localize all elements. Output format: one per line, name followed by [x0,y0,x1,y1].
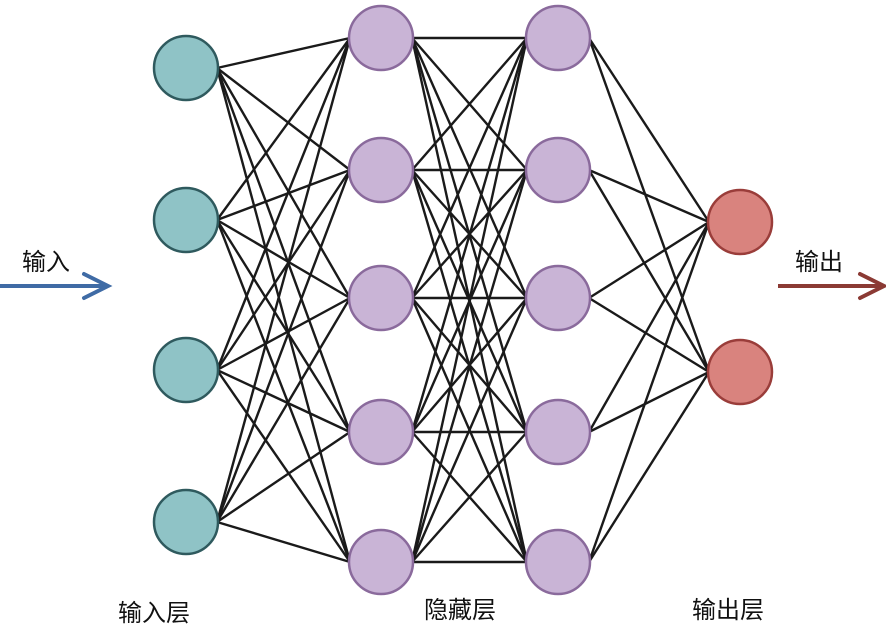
connection-line [410,37,529,563]
connection-line [215,67,352,299]
connection-line [216,431,351,523]
hidden-2-neuron [524,398,592,466]
connection-line [587,37,711,223]
connection-line [588,296,710,374]
connection-line [216,369,351,563]
connection-line [216,218,351,300]
connection-line [587,221,711,433]
connection-line [587,169,711,373]
connection-line [588,168,710,224]
hidden-layer-label: 隐藏层 [424,596,496,624]
input-neuron [152,336,220,404]
connection-line [216,296,351,372]
input-neuron [152,186,220,254]
connection-line [216,36,351,70]
input-neuron [152,34,220,102]
connection-line [215,219,352,563]
output-neuron [706,338,774,406]
connection-line [216,37,351,221]
connection-line [215,67,352,563]
hidden-2-neuron [524,264,592,332]
connection-line [216,169,351,371]
hidden-1-neuron [347,136,415,204]
connection-line [215,169,352,523]
connection-line [587,371,711,563]
connection-line [216,168,351,222]
connection-line [411,37,528,171]
hidden-1-neuron [347,398,415,466]
output-layer-label: 输出层 [692,596,764,624]
connection-line [410,297,529,563]
hidden-1-neuron [347,528,415,596]
connection-line [411,431,528,563]
connection-line [410,169,529,563]
input-arrow-label: 输入 [22,248,70,276]
connection-line [410,37,529,299]
output-arrow-label: 输出 [795,248,843,276]
connection-line [216,67,351,171]
output-neuron [706,188,774,256]
connection-line [587,37,711,373]
hidden-1-neuron [347,264,415,332]
connection-line [215,37,352,523]
hidden-2-neuron [524,4,592,72]
hidden-2-neuron [524,136,592,204]
connection-line [215,67,352,433]
input-layer-label: 输入层 [118,599,190,627]
connection-line [215,219,352,433]
connection-line [216,520,351,564]
connection-line [587,221,711,563]
connection-line [215,37,352,371]
connection-line [588,220,710,300]
connection-line [588,370,710,434]
output-arrow [778,272,886,300]
input-arrow [0,272,113,300]
hidden-1-neuron [347,4,415,72]
hidden-2-neuron [524,528,592,596]
connection-line [410,37,529,433]
input-neuron [152,488,220,556]
connections [215,36,711,564]
connection-line [215,297,352,523]
connection-line [216,368,351,434]
neurons [152,4,774,596]
